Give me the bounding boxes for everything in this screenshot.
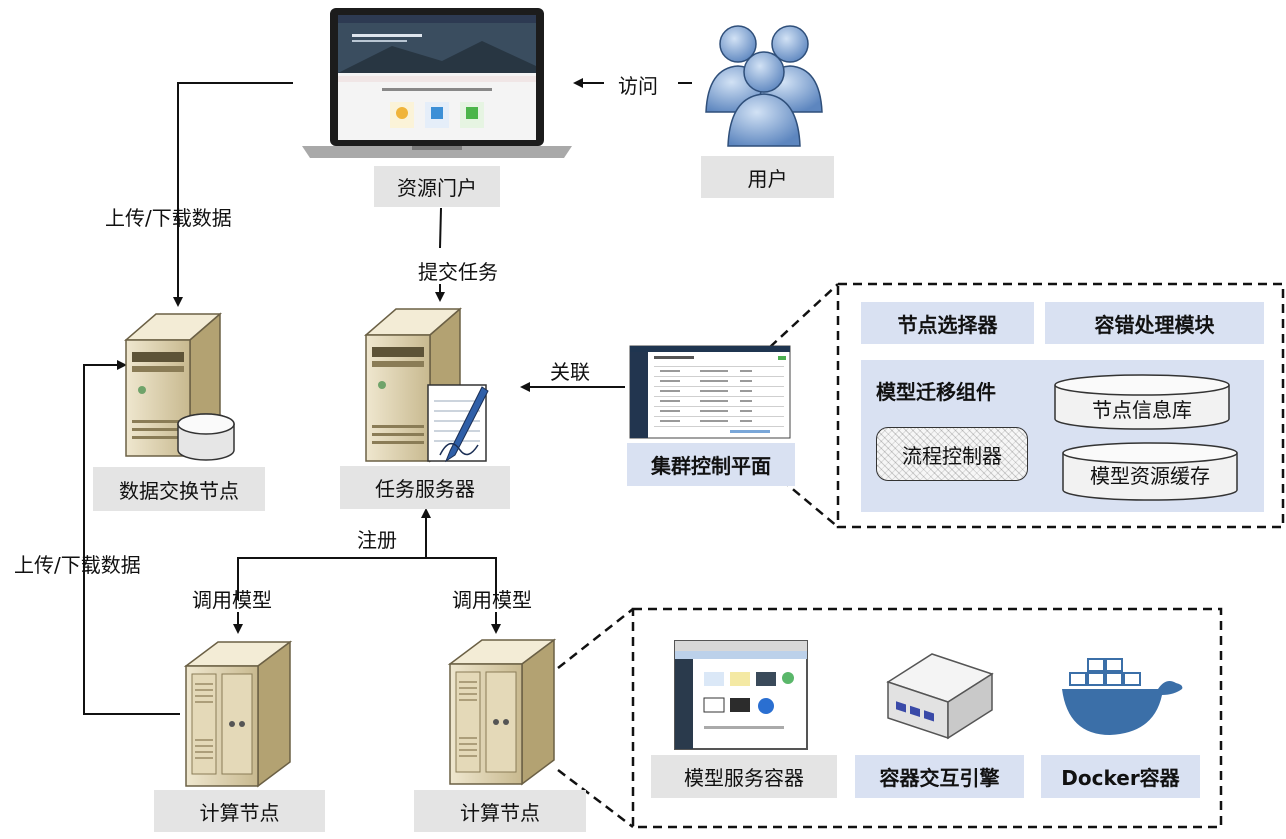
compute-node-right-label: 计算节点 (414, 790, 586, 832)
container-engine-icon (886, 653, 994, 740)
edge-label-upload-download-left: 上传/下载数据 (14, 553, 141, 577)
flow-controller-box: 流程控制器 (876, 427, 1028, 481)
migration-component-title: 模型迁移组件 (876, 380, 996, 404)
edge-label-submit-task: 提交任务 (418, 260, 498, 284)
task-server-icon (363, 307, 489, 463)
edge-label-visit: 访问 (618, 74, 658, 98)
docker-whale-icon (1062, 658, 1183, 735)
compute-node-left-icon (183, 640, 293, 788)
docker-container-label: Docker容器 (1041, 755, 1200, 798)
users-icon (705, 25, 823, 147)
user-label: 用户 (701, 156, 834, 198)
model-service-container-label: 模型服务容器 (651, 755, 837, 798)
edge-label-associate: 关联 (550, 360, 590, 384)
cluster-control-label: 集群控制平面 (627, 443, 795, 486)
model-service-window-icon (674, 640, 808, 750)
node-info-db-icon (1054, 374, 1230, 430)
edge-label-invoke-left: 调用模型 (192, 588, 272, 612)
compute-node-left-label: 计算节点 (154, 790, 325, 832)
model-cache-db-icon (1062, 442, 1238, 501)
data-exchange-server-icon (123, 312, 235, 461)
laptop-icon (302, 8, 572, 158)
fault-tolerance-box: 容错处理模块 (1045, 302, 1264, 344)
cluster-dashboard-thumbnail (629, 345, 791, 439)
edge-label-upload-download-top: 上传/下载数据 (105, 206, 232, 230)
edge-label-register: 注册 (357, 528, 397, 552)
portal-label: 资源门户 (374, 166, 500, 207)
node-info-db-label: 节点信息库 (1092, 397, 1192, 422)
compute-node-right-icon (447, 638, 557, 786)
task-server-label: 任务服务器 (340, 466, 510, 509)
model-cache-label: 模型资源缓存 (1090, 463, 1210, 488)
container-engine-label: 容器交互引擎 (855, 755, 1024, 798)
edge-label-invoke-right: 调用模型 (452, 588, 532, 612)
data-exchange-label: 数据交换节点 (93, 467, 265, 511)
node-selector-box: 节点选择器 (861, 302, 1034, 344)
